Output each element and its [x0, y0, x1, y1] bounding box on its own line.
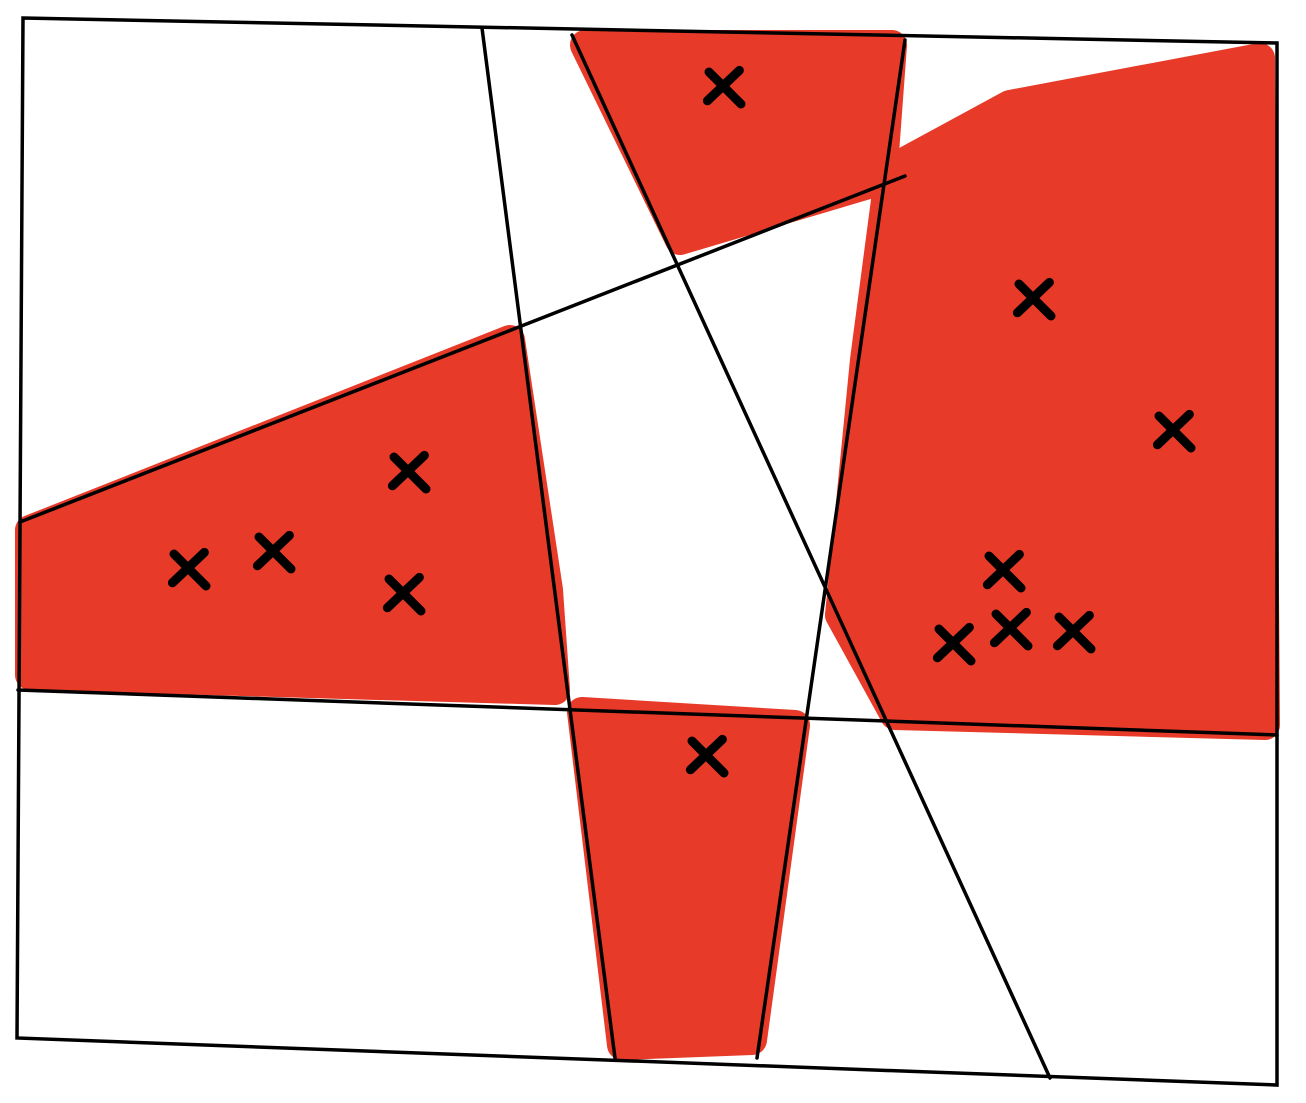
partition-line-diagonal	[570, 33, 1052, 1080]
x-marker	[1012, 277, 1056, 321]
x-marker-stroke	[1012, 277, 1054, 318]
x-marker	[252, 530, 296, 574]
x-marker-stroke	[382, 572, 424, 613]
partition-lines	[16, 26, 1279, 1080]
partition-line-horizontal	[16, 688, 1279, 737]
x-marker-stroke	[1052, 610, 1094, 651]
partition-line-right-vertical	[755, 38, 907, 1060]
x-marker-stroke	[982, 549, 1024, 590]
x-markers	[167, 65, 1196, 778]
x-marker	[982, 549, 1026, 593]
outer-boundary	[15, 16, 1279, 1087]
x-marker	[685, 734, 729, 778]
x-marker-stroke	[252, 530, 294, 571]
x-marker-stroke	[387, 450, 429, 491]
x-marker-stroke	[932, 622, 974, 663]
partition-line-left-vertical	[480, 26, 617, 1060]
x-marker	[1052, 610, 1096, 654]
x-marker	[702, 65, 746, 109]
x-marker	[382, 572, 426, 616]
x-marker-stroke	[989, 607, 1031, 648]
x-marker-stroke	[702, 65, 744, 106]
x-marker	[932, 622, 976, 666]
x-marker	[1152, 409, 1196, 453]
x-marker-stroke	[685, 734, 727, 775]
shaded-regions	[15, 30, 1280, 1060]
x-marker-stroke	[1152, 409, 1194, 450]
x-marker-stroke	[167, 547, 209, 588]
region-lower-center	[567, 697, 810, 1060]
x-marker	[167, 547, 211, 591]
partition-line-upper-slant	[18, 174, 907, 524]
region-middle-left	[15, 325, 570, 705]
region-upper-right	[825, 43, 1280, 740]
x-marker	[387, 450, 431, 494]
x-marker	[989, 607, 1033, 651]
